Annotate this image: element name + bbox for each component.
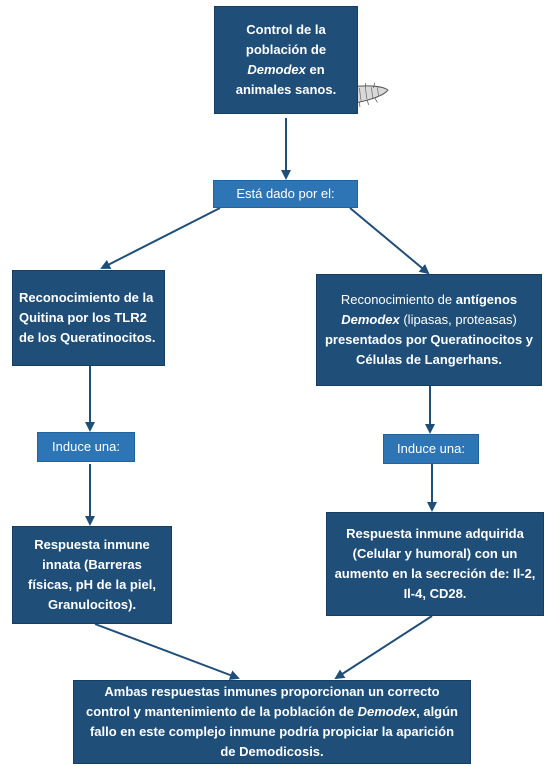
right-title-italic: Demodex	[341, 312, 400, 327]
left-response-box: Respuesta inmune innata (Barreras física…	[12, 526, 172, 624]
bottom-conclusion-text: Ambas respuestas inmunes proporcionan un…	[84, 682, 460, 762]
right-recognition-box: Reconocimiento de antígenos Demodex (lip…	[316, 274, 542, 386]
right-title-bold: antígenos	[455, 292, 518, 307]
connector-label: Está dado por el:	[213, 180, 358, 208]
right-response-text: Respuesta inmune adquirida (Celular y hu…	[334, 526, 536, 601]
bottom-conclusion-box: Ambas respuestas inmunes proporcionan un…	[73, 680, 471, 764]
top-line-3-rest: en	[305, 62, 325, 77]
top-line-1: Control de la	[246, 22, 326, 37]
top-line-2: población de	[245, 42, 327, 57]
bottom-text-1: Ambas respuestas inmunes proporcionan un…	[85, 684, 440, 719]
left-induce-label: Induce una:	[37, 432, 135, 462]
top-box-population-control: Control de la población de Demodex en an…	[214, 6, 358, 114]
connector-text: Está dado por el:	[236, 186, 335, 201]
left-recognition-text: Reconocimiento de la Quitina por los TLR…	[19, 290, 156, 345]
left-response-text: Respuesta inmune innata (Barreras física…	[28, 537, 156, 612]
left-recognition-box: Reconocimiento de la Quitina por los TLR…	[12, 270, 165, 366]
right-response-box: Respuesta inmune adquirida (Celular y hu…	[326, 512, 544, 616]
right-title-rest: presentados por Queratinocitos y Células…	[324, 332, 534, 367]
top-demodex-italic: Demodex	[247, 62, 306, 77]
right-title-pre: Reconocimiento de	[340, 292, 456, 307]
bottom-text-2: , algún fallo en este complejo inmune po…	[89, 704, 458, 759]
arrow-left-response-to-bottom	[94, 623, 240, 680]
right-recognition-text: Reconocimiento de antígenos Demodex (lip…	[323, 290, 535, 370]
arrow-right-response-to-bottom	[334, 615, 433, 680]
left-induce-text: Induce una:	[52, 439, 120, 454]
arrow-connector-to-right	[349, 207, 430, 275]
top-line-4: animales sanos.	[235, 82, 337, 97]
right-induce-text: Induce una:	[397, 441, 465, 456]
top-line-3: Demodex en	[247, 60, 324, 80]
arrow-connector-to-left	[100, 207, 221, 269]
right-title-paren: (lipasas, proteasas)	[399, 312, 517, 327]
right-induce-label: Induce una:	[383, 434, 479, 464]
bottom-demodex-italic: Demodex	[357, 704, 417, 719]
